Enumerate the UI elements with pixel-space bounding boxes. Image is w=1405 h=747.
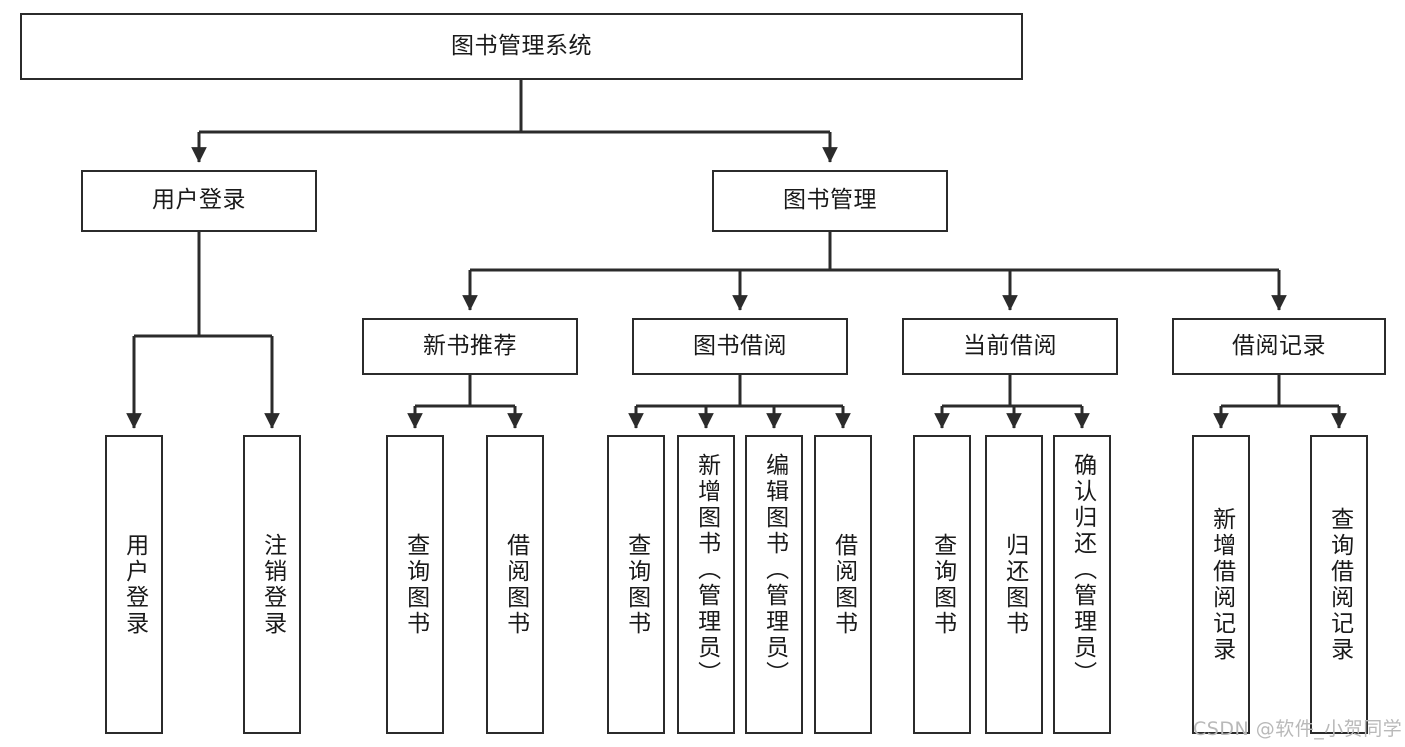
node-current-borrow[interactable]: 当前借阅 [902, 318, 1118, 375]
leaf-borrow-book-recommend[interactable]: 借阅图书 [486, 435, 544, 734]
node-user-login[interactable]: 用户登录 [81, 170, 317, 232]
leaf-query-book-current[interactable]: 查询图书 [913, 435, 971, 734]
node-root-system[interactable]: 图书管理系统 [20, 13, 1023, 80]
leaf-query-borrow-record[interactable]: 查询借阅记录 [1310, 435, 1368, 734]
leaf-user-logout[interactable]: 注销登录 [243, 435, 301, 734]
leaf-query-book-borrow[interactable]: 查询图书 [607, 435, 665, 734]
leaf-edit-book-admin[interactable]: 编辑图书（管理员） [745, 435, 803, 734]
node-new-book-recommend[interactable]: 新书推荐 [362, 318, 578, 375]
node-book-management[interactable]: 图书管理 [712, 170, 948, 232]
leaf-add-book-admin[interactable]: 新增图书（管理员） [677, 435, 735, 734]
leaf-add-borrow-record[interactable]: 新增借阅记录 [1192, 435, 1250, 734]
leaf-confirm-return-admin[interactable]: 确认归还（管理员） [1053, 435, 1111, 734]
leaf-query-book-recommend[interactable]: 查询图书 [386, 435, 444, 734]
leaf-borrow-book[interactable]: 借阅图书 [814, 435, 872, 734]
node-book-borrow[interactable]: 图书借阅 [632, 318, 848, 375]
leaf-user-login[interactable]: 用户登录 [105, 435, 163, 734]
leaf-return-book[interactable]: 归还图书 [985, 435, 1043, 734]
node-borrow-record[interactable]: 借阅记录 [1172, 318, 1386, 375]
csdn-watermark: CSDN @软件_小贺同学 [1193, 718, 1403, 740]
